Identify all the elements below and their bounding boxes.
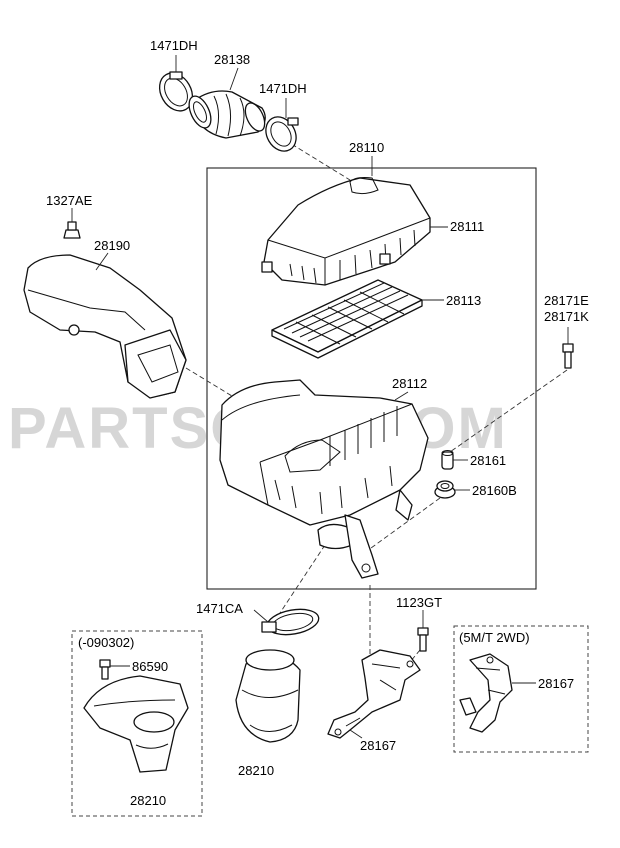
label-duct-left: 28190: [94, 238, 130, 253]
label-bolt-left: 1327AE: [46, 193, 93, 208]
body-28112: [219, 379, 429, 579]
clamp-top-right: [265, 116, 299, 152]
grommet-28160B: [434, 480, 456, 499]
resonator-28210-center: [235, 649, 301, 743]
clamp-1471CA: [261, 608, 320, 636]
bolt-28171: [562, 343, 574, 369]
label-inset-right-part: 28167: [538, 676, 574, 691]
label-body: 28112: [392, 376, 427, 391]
label-resonator-center: 28210: [238, 763, 274, 778]
inset-right-bracket: [459, 653, 513, 733]
bolt-1123GT: [417, 627, 429, 652]
duct-28190: [23, 254, 187, 399]
label-bracket-center: 28167: [360, 738, 396, 753]
inset-left-frame: [71, 630, 203, 817]
label-cover: 28111: [450, 219, 484, 234]
element-28113: [271, 279, 423, 359]
inset-left-resonator: [83, 675, 189, 773]
label-bolt-bracket: 1123GT: [396, 595, 442, 610]
label-element: 28113: [446, 293, 481, 308]
label-grommet: 28160B: [472, 483, 517, 498]
label-hose: 28138: [214, 52, 250, 67]
bolt-1327AE: [63, 221, 81, 239]
label-bolt-right-1: 28171E: [544, 293, 589, 308]
label-inset-left-note: (-090302): [78, 635, 134, 650]
hose-28138: [188, 90, 266, 139]
leader-lines: [71, 55, 569, 739]
assembly-frame: [206, 167, 537, 590]
label-bolt-right-2: 28171K: [544, 309, 589, 324]
grommet-28161: [441, 450, 454, 470]
inset-left-screw: [99, 659, 111, 680]
cover-28111: [261, 177, 431, 286]
inset-right-frame: [453, 625, 589, 753]
label-clamp-top-left: 1471DH: [150, 38, 198, 53]
label-clamp-top-right: 1471DH: [259, 81, 307, 96]
clamp-top-left: [158, 71, 194, 112]
label-inset-left-part: 28210: [130, 793, 166, 808]
label-inset-right-note: (5M/T 2WD): [459, 630, 530, 645]
bracket-28167-center: [327, 649, 421, 739]
label-inset-left-screw: 86590: [132, 659, 168, 674]
label-assembly: 28110: [349, 140, 384, 155]
label-clamp-lower: 1471CA: [196, 601, 243, 616]
label-grommet-small: 28161: [470, 453, 506, 468]
part-labels: 1471DH 28138 1471DH 28110 28111 28113 28…: [46, 38, 589, 808]
